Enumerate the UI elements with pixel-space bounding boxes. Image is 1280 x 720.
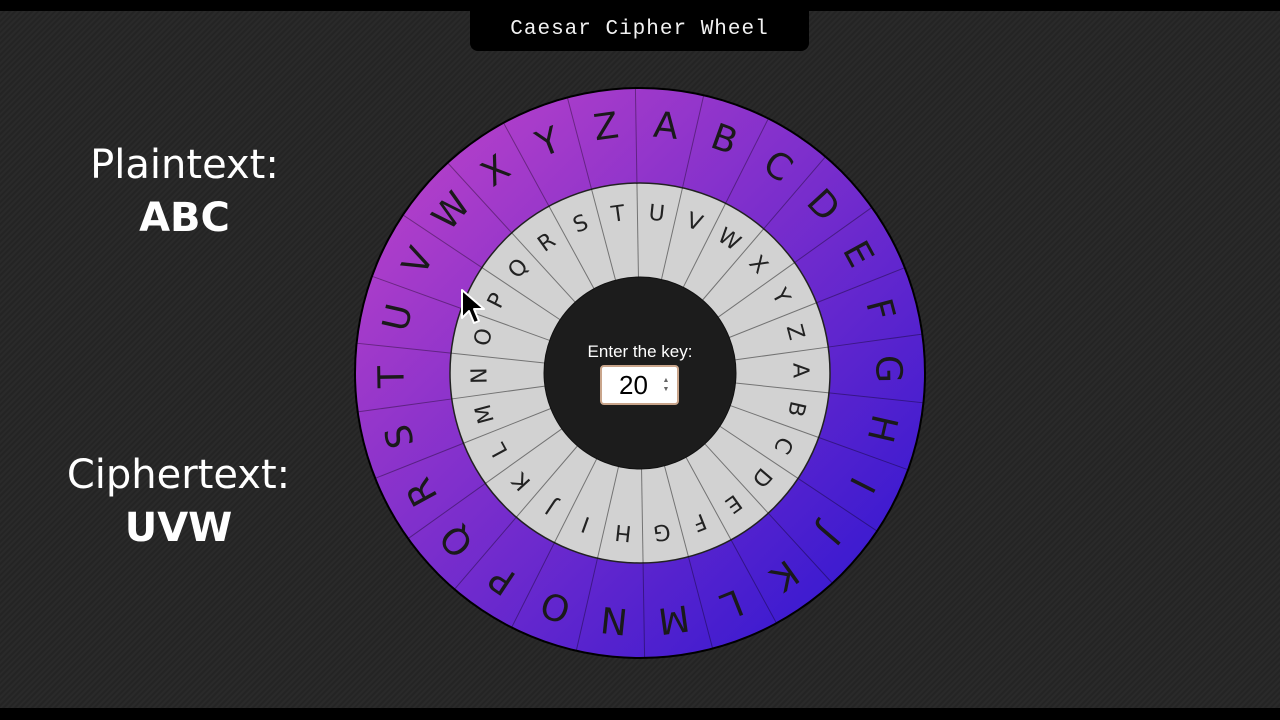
inner-letter-n: N xyxy=(467,367,492,384)
key-input[interactable]: 20 ▲ ▼ xyxy=(600,365,679,405)
inner-separator xyxy=(729,302,817,338)
inner-letter-a: A xyxy=(787,363,812,378)
inner-letter-u: U xyxy=(647,201,666,228)
inner-letter-h: H xyxy=(614,519,633,546)
ciphertext-panel: Ciphertext: UVW xyxy=(40,450,317,556)
inner-separator xyxy=(735,346,829,361)
inner-separator xyxy=(735,382,830,394)
outer-separator xyxy=(503,123,550,207)
inner-separator xyxy=(511,232,576,303)
outer-separator xyxy=(828,333,922,348)
key-spinner[interactable]: ▲ ▼ xyxy=(659,376,673,394)
outer-separator xyxy=(511,542,555,627)
outer-letter-t: T xyxy=(371,365,412,390)
outer-letter-m: M xyxy=(656,596,692,641)
inner-letter-b: B xyxy=(782,399,810,419)
inner-letter-z: Z xyxy=(781,322,809,343)
app-title: Caesar Cipher Wheel xyxy=(470,8,809,51)
outer-separator xyxy=(454,516,517,589)
outer-separator xyxy=(682,96,705,188)
outer-separator xyxy=(358,398,452,413)
inner-separator xyxy=(730,405,819,438)
chevron-down-icon[interactable]: ▼ xyxy=(662,386,670,393)
outer-separator xyxy=(642,562,646,657)
plaintext-panel: Plaintext: ABC xyxy=(62,140,307,246)
plaintext-value: ABC xyxy=(139,195,230,241)
inner-separator xyxy=(485,428,563,484)
mouse-pointer-icon xyxy=(461,289,485,324)
chevron-up-icon[interactable]: ▲ xyxy=(662,377,670,384)
inner-letter-o: O xyxy=(470,326,498,348)
outer-separator xyxy=(816,267,905,304)
inner-separator xyxy=(451,385,545,400)
inner-separator xyxy=(450,352,545,364)
outer-separator xyxy=(828,392,923,404)
outer-separator xyxy=(687,556,713,648)
outer-separator xyxy=(797,477,877,531)
outer-separator xyxy=(375,442,464,479)
outer-separator xyxy=(357,342,452,354)
inner-separator xyxy=(702,228,765,301)
outer-separator xyxy=(763,157,826,230)
outer-letter-g: G xyxy=(867,355,908,384)
inner-separator xyxy=(515,445,578,518)
top-bar xyxy=(0,0,1280,11)
bottom-bar xyxy=(0,708,1280,720)
inner-separator xyxy=(636,183,639,278)
inner-separator xyxy=(548,205,595,289)
outer-separator xyxy=(403,215,483,269)
outer-separator xyxy=(818,437,908,470)
inner-separator xyxy=(663,465,689,557)
outer-separator xyxy=(447,163,513,234)
outer-separator xyxy=(794,207,872,263)
outer-separator xyxy=(730,539,777,623)
inner-separator xyxy=(717,262,795,318)
outer-separator xyxy=(575,558,598,650)
inner-separator xyxy=(641,468,644,563)
outer-letter-a: A xyxy=(652,105,681,148)
inner-separator xyxy=(685,457,732,541)
inner-separator xyxy=(704,443,769,514)
key-label: Enter the key: xyxy=(587,342,693,361)
outer-separator xyxy=(567,98,593,190)
inner-letter-g: G xyxy=(652,518,672,545)
inner-letter-t: T xyxy=(609,201,627,228)
inner-separator xyxy=(682,203,727,288)
outer-separator xyxy=(767,512,833,583)
outer-separator xyxy=(372,276,462,309)
outer-separator xyxy=(408,483,486,539)
outer-separator xyxy=(725,119,769,204)
inner-separator xyxy=(719,425,799,479)
plaintext-label: Plaintext: xyxy=(90,142,279,188)
inner-separator xyxy=(591,189,617,281)
inner-separator xyxy=(481,267,561,321)
inner-separator xyxy=(553,458,598,543)
inner-separator xyxy=(660,187,683,280)
ciphertext-value: UVW xyxy=(124,505,233,551)
inner-separator xyxy=(597,466,620,559)
outer-letter-n: N xyxy=(599,598,630,642)
outer-letter-z: Z xyxy=(591,105,621,149)
key-value[interactable]: 20 xyxy=(619,369,648,400)
ciphertext-label: Ciphertext: xyxy=(66,452,291,498)
outer-separator xyxy=(634,89,638,184)
inner-separator xyxy=(463,408,551,444)
